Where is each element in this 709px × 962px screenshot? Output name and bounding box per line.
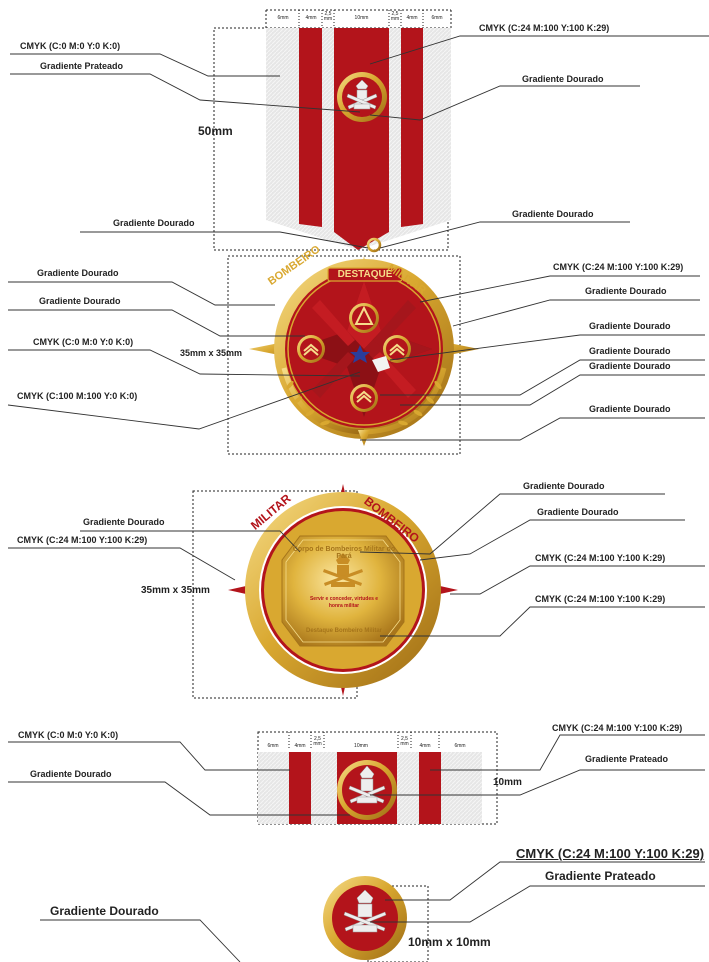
ribbon-height-label: 50mm — [198, 124, 233, 138]
label-pin-r2: Gradiente Prateado — [545, 869, 656, 883]
bar-dim-2: 4mm — [294, 743, 306, 749]
label-front-l2: Gradiente Dourado — [39, 296, 121, 306]
label-pin-l1: Gradiente Dourado — [50, 904, 159, 918]
label-pin-r1: CMYK (C:24 M:100 Y:100 K:29) — [516, 846, 705, 861]
medal-back-plate-top: Corpo de Bombeiros Militar do Pará — [292, 546, 396, 560]
pin-size-label: 10mm x 10mm — [408, 935, 491, 949]
medal-front-section — [227, 255, 479, 455]
medal-front-size-label: 35mm x 35mm — [180, 348, 243, 358]
label-bar-l1: CMYK (C:0 M:0 Y:0 K:0) — [18, 730, 119, 740]
medal-back-plate — [281, 535, 405, 647]
label-back-r3: CMYK (C:24 M:100 Y:100 K:29) — [535, 553, 666, 563]
medal-back-motto: Servir e conceder, virtudes e honra mili… — [309, 596, 379, 609]
label-front-r2: Gradiente Dourado — [585, 286, 667, 296]
label-ribbon-gold: Gradiente Dourado — [522, 74, 604, 84]
ribbon-dim-7: 6mm — [431, 15, 443, 21]
medal-back-plate-bottom: Destaque Bombeiro Militar — [305, 628, 382, 634]
ribbon-dim-4: 10mm — [354, 15, 369, 21]
label-ring-gold-right: Gradiente Dourado — [512, 209, 594, 219]
leader-lines — [7, 35, 709, 962]
label-bar-l2: Gradiente Dourado — [30, 769, 112, 779]
label-ribbon-red: CMYK (C:24 M:100 Y:100 K:29) — [479, 23, 610, 33]
label-back-l2: CMYK (C:24 M:100 Y:100 K:29) — [17, 535, 148, 545]
ribbon-section — [213, 9, 452, 253]
medal-front-outline — [227, 255, 461, 455]
medal-front-banner-text: DESTAQUE — [337, 269, 393, 280]
bar-dim-7: 6mm — [454, 743, 466, 749]
medal-back-section — [192, 484, 458, 699]
label-front-l1: Gradiente Dourado — [37, 268, 119, 278]
label-front-r1: CMYK (C:24 M:100 Y:100 K:29) — [553, 262, 684, 272]
bar-dim-1: 6mm — [267, 743, 279, 749]
label-back-l1: Gradiente Dourado — [83, 517, 165, 527]
label-bar-r1: CMYK (C:24 M:100 Y:100 K:29) — [552, 723, 683, 733]
medal-back-outline — [192, 490, 358, 699]
label-back-r1: Gradiente Dourado — [523, 481, 605, 491]
ribbon-dim-2: 4mm — [305, 15, 317, 21]
label-front-l3: CMYK (C:0 M:0 Y:0 K:0) — [33, 337, 134, 347]
label-back-r4: CMYK (C:24 M:100 Y:100 K:29) — [535, 594, 666, 604]
bar-dim-6: 4mm — [419, 743, 431, 749]
label-front-r6: Gradiente Dourado — [589, 404, 671, 414]
label-ring-gold-left: Gradiente Dourado — [113, 218, 195, 228]
bar-height-label: 10mm — [493, 777, 522, 788]
label-ribbon-silver: Gradiente Prateado — [40, 61, 124, 71]
ribbon-dim-6: 4mm — [406, 15, 418, 21]
label-front-l4: CMYK (C:100 M:100 Y:0 K:0) — [17, 391, 138, 401]
ribbon-dividers — [298, 10, 424, 28]
ribbon-dim-1: 6mm — [277, 15, 289, 21]
label-front-r4: Gradiente Dourado — [589, 346, 671, 356]
ribbon-bar-section — [257, 731, 498, 825]
pin-section — [323, 876, 429, 962]
label-front-r3: Gradiente Dourado — [589, 321, 671, 331]
medal-back-size-label: 35mm x 35mm — [141, 585, 210, 596]
label-bar-r2: Gradiente Prateado — [585, 754, 669, 764]
bar-dim-4: 10mm — [354, 743, 368, 749]
label-ribbon-white: CMYK (C:0 M:0 Y:0 K:0) — [20, 41, 121, 51]
medal-front-banner — [327, 267, 403, 282]
label-front-r5: Gradiente Dourado — [589, 361, 671, 371]
label-back-r2: Gradiente Dourado — [537, 507, 619, 517]
